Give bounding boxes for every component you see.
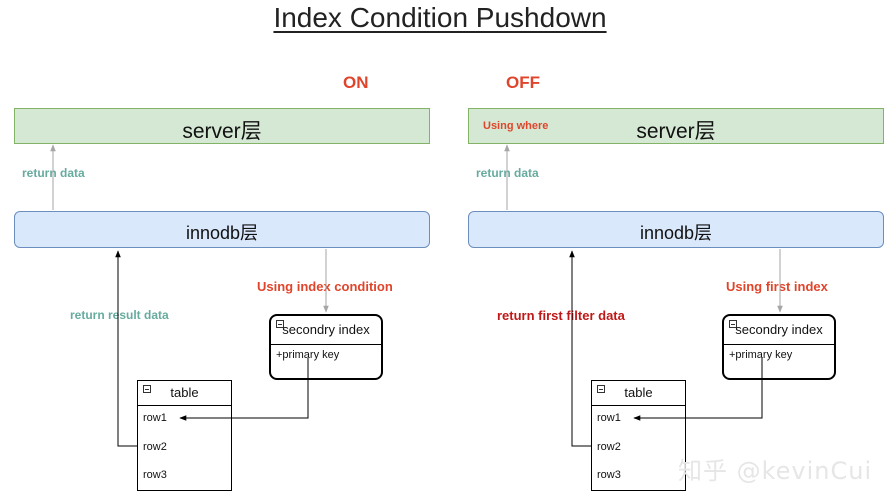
table-box-on: table row1 row2 row3 bbox=[137, 380, 232, 491]
table-row: row1 bbox=[597, 412, 621, 424]
table-row: row2 bbox=[597, 441, 621, 453]
primary-key-lookup-arrow-off bbox=[633, 358, 763, 421]
collapse-icon[interactable] bbox=[729, 320, 737, 328]
table-title: table bbox=[138, 381, 231, 406]
mode-label-on: ON bbox=[343, 73, 369, 92]
table-row: row3 bbox=[143, 469, 167, 481]
table-title: table bbox=[592, 381, 685, 406]
secondary-index-box-off: secondry index +primary key bbox=[722, 314, 836, 380]
primary-key-lookup-arrow-on bbox=[179, 358, 309, 421]
innodb-layer-label: innodb层 bbox=[639, 223, 713, 243]
watermark: 知乎 @kevinCui bbox=[678, 457, 873, 485]
secondary-index-title: secondry index bbox=[271, 316, 381, 345]
return-filter-arrow-off bbox=[569, 250, 591, 447]
innodb-layer-label: innodb层 bbox=[185, 223, 259, 243]
return-result-arrow-on bbox=[115, 250, 137, 447]
innodb-layer-off: innodb层 bbox=[468, 211, 884, 248]
page-title: Index Condition Pushdown bbox=[273, 2, 607, 33]
secondary-index-body: +primary key bbox=[276, 349, 340, 361]
secondary-index-title: secondry index bbox=[724, 316, 834, 345]
server-layer-label: server层 bbox=[182, 120, 262, 143]
using-where-note: Using where bbox=[483, 120, 549, 132]
return-filter-note-off: return first filter data bbox=[497, 308, 625, 323]
mode-label-off: OFF bbox=[506, 73, 540, 92]
secondary-index-box-on: secondry index +primary key bbox=[269, 314, 383, 380]
secondary-index-body: +primary key bbox=[729, 349, 793, 361]
table-row: row2 bbox=[143, 441, 167, 453]
table-box-off: table row1 row2 row3 bbox=[591, 380, 686, 491]
collapse-icon[interactable] bbox=[597, 385, 605, 393]
table-row: row1 bbox=[143, 412, 167, 424]
return-result-note-on: return result data bbox=[70, 308, 169, 322]
server-layer-on: server层 bbox=[14, 108, 430, 144]
server-layer-label: server层 bbox=[636, 120, 716, 143]
innodb-layer-on: innodb层 bbox=[14, 211, 430, 248]
server-layer-off: Using where server层 bbox=[468, 108, 884, 144]
collapse-icon[interactable] bbox=[143, 385, 151, 393]
first-index-note-off: Using first index bbox=[726, 279, 828, 294]
index-condition-note-on: Using index condition bbox=[257, 279, 393, 294]
collapse-icon[interactable] bbox=[276, 320, 284, 328]
table-row: row3 bbox=[597, 469, 621, 481]
